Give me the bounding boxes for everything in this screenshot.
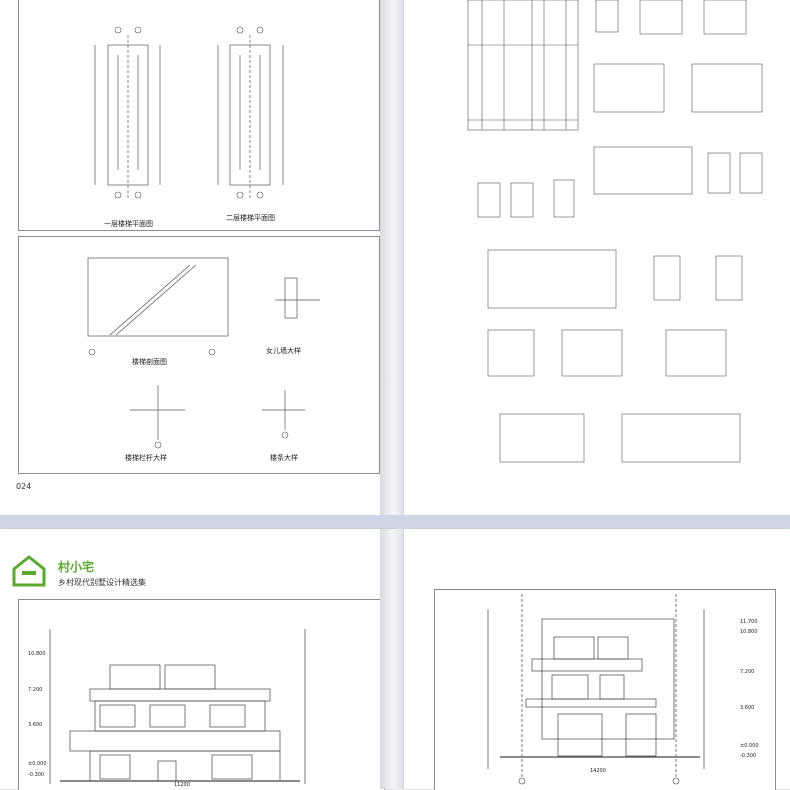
label-section: 楼梯剖面图: [132, 358, 167, 366]
left-dim-1: 10.800: [28, 651, 46, 657]
label-plan1: 一层楼梯平面图: [104, 220, 153, 228]
left-dim-5: -0.300: [28, 772, 45, 778]
right-dim-6: -0.300: [740, 753, 757, 759]
brand-subtitle: 乡村现代别墅设计精选集: [58, 578, 146, 587]
label-railing: 楼梯栏杆大样: [125, 454, 167, 462]
bottom-dim-left: 11200: [174, 782, 190, 788]
drawing-sheet-upper: [18, 0, 380, 231]
front-elevation: [49, 629, 306, 784]
label-plan2: 二层楼梯平面图: [226, 214, 275, 222]
side-elevation: [487, 594, 705, 785]
label-tread: 楼条大样: [270, 454, 298, 462]
brand-logo: [12, 555, 46, 587]
bottom-dim-right: 14200: [590, 768, 606, 774]
top-left-page: 一层楼梯平面图 二层楼梯平面图 楼梯剖面图 女儿墙大样 楼梯栏杆大样 楼条大样 …: [0, 0, 395, 515]
stair-drawings: [87, 26, 320, 449]
divider-band: [0, 515, 790, 529]
left-dim-2: 7.200: [28, 687, 43, 693]
elevation-sheet-left: [18, 599, 385, 790]
right-dim-2: 10.800: [740, 629, 758, 635]
bottom-right-page: 11.700 10.800 7.200 3.600 ±0.000 -0.300 …: [404, 529, 790, 790]
left-dim-4: ±0.000: [28, 761, 47, 767]
top-right-page: [404, 0, 790, 515]
right-dim-3: 7.200: [740, 669, 755, 675]
page-number: 024: [16, 482, 32, 491]
right-dim-1: 11.700: [740, 619, 758, 625]
brand-name: 村小宅: [58, 560, 95, 574]
bottom-left-page: 村小宅 乡村现代别墅设计精选集 10.800 7.200 3.600 ±0.00…: [0, 529, 395, 790]
window-door-schedule: [467, 0, 763, 463]
right-dim-4: 3.600: [740, 705, 755, 711]
drawing-sheet-lower: [18, 236, 380, 474]
right-dim-5: ±0.000: [740, 743, 759, 749]
label-parapet: 女儿墙大样: [266, 347, 301, 355]
left-dim-3: 3.600: [28, 722, 43, 728]
